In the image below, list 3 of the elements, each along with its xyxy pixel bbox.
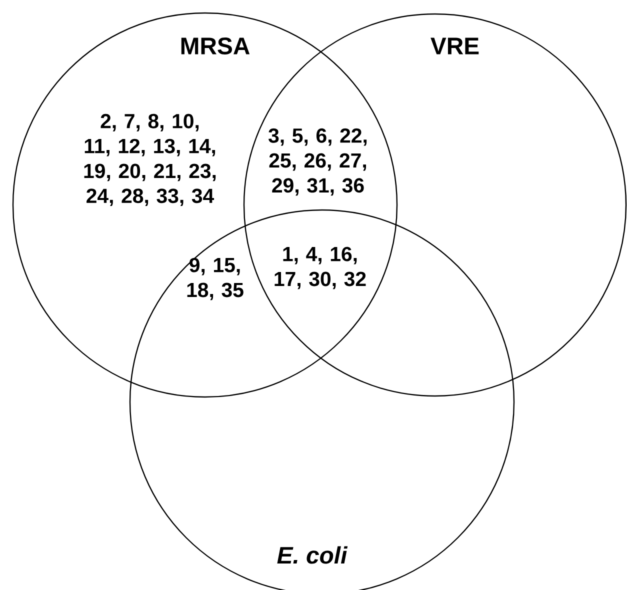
region-label: 2, 7, 8, 10, 11, 12, 13, 14, 19, 20, 21, 23, 24, 28, 33, 34 — [84, 114, 216, 206]
region-label: 3, 5, 6, 22, 25, 26, 27, 29, 31, 36 — [268, 128, 367, 196]
region-label: 1, 4, 16, 17, 30, 32 — [274, 246, 366, 290]
